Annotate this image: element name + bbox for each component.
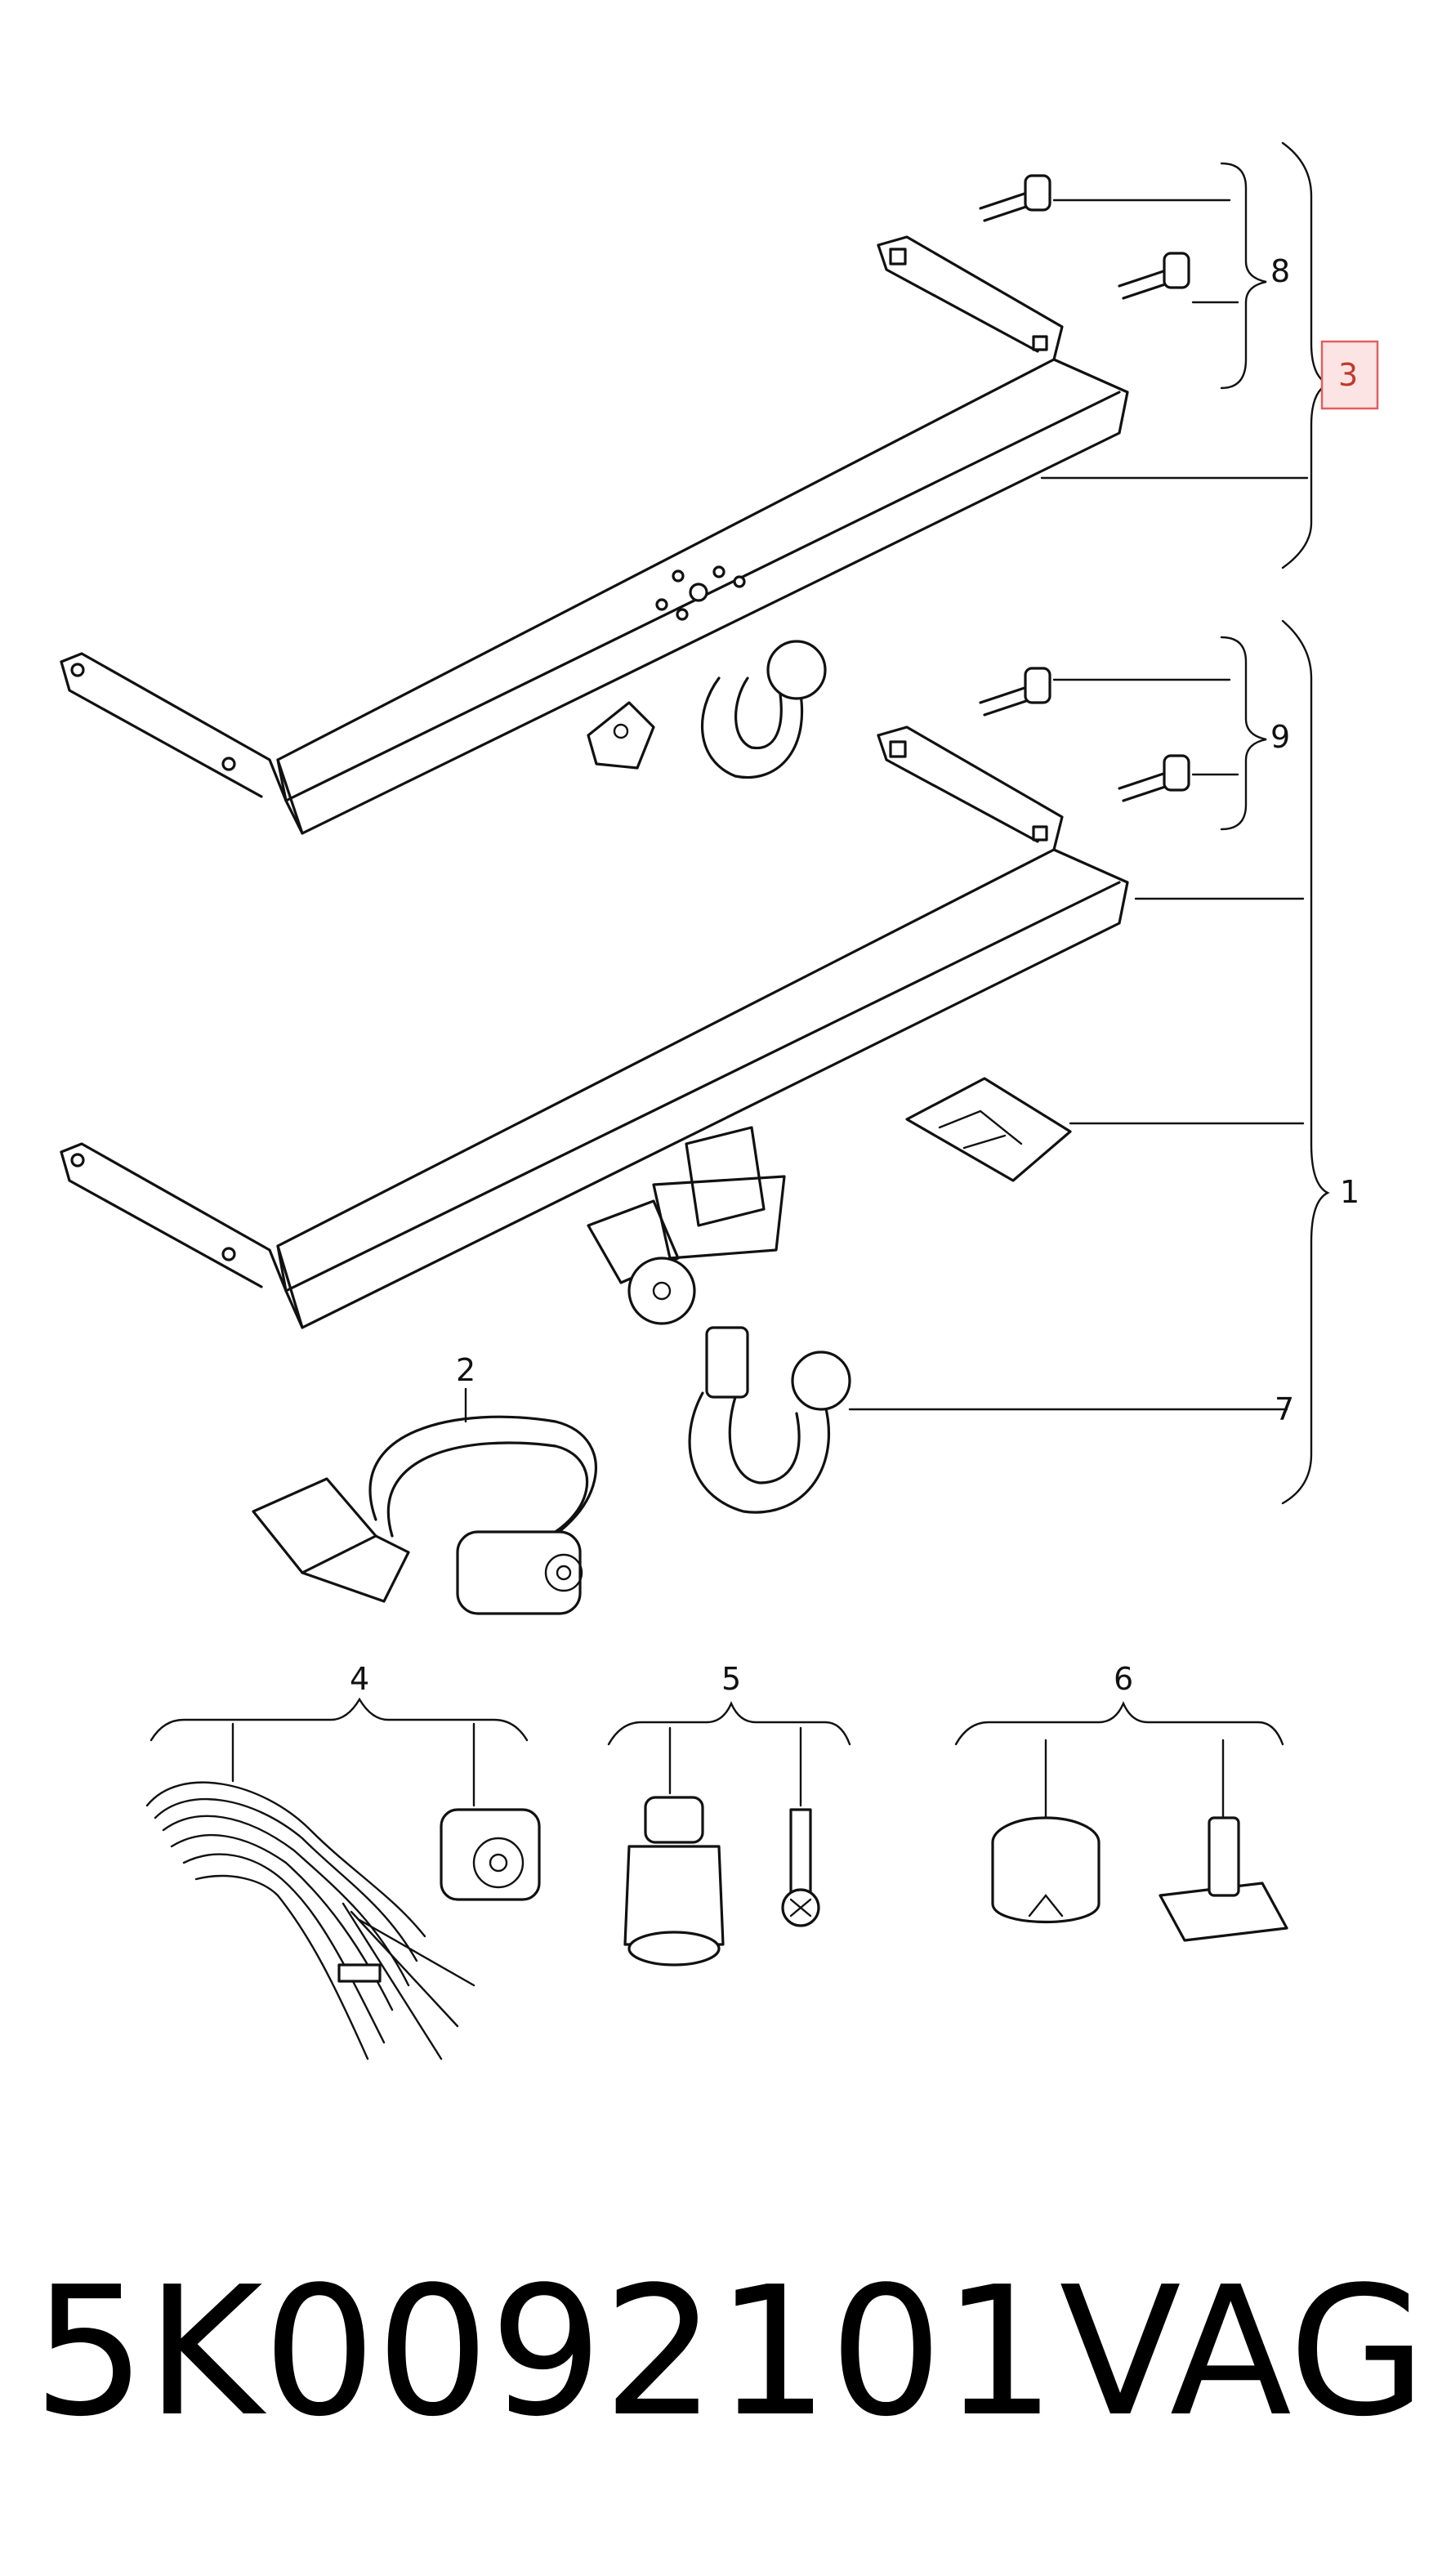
callout-9: 9 xyxy=(1270,719,1290,755)
callout-4: 4 xyxy=(350,1661,369,1697)
bolt-pair-9 xyxy=(979,667,1190,802)
adapter-cable xyxy=(252,1415,597,1615)
grease-bag xyxy=(905,1077,1072,1182)
brand-label: VAG xyxy=(1059,2249,1426,2456)
tow-bar-detachable-assembly xyxy=(60,725,1129,1329)
callout-2: 2 xyxy=(456,1352,475,1388)
callout-5: 5 xyxy=(721,1661,741,1697)
detachable-ball-neck xyxy=(688,1326,851,1514)
highlight-box xyxy=(1320,340,1379,410)
bolt-pair-8 xyxy=(979,174,1190,300)
leader-lines xyxy=(150,141,1330,1819)
cap-and-fitting xyxy=(991,1816,1288,1942)
socket-and-screw xyxy=(623,1796,820,1967)
wiring-harness xyxy=(145,1781,541,2060)
callout-1: 1 xyxy=(1340,1174,1359,1210)
tow-bar-fixed-assembly xyxy=(60,235,1129,835)
callout-6: 6 xyxy=(1114,1661,1133,1697)
part-number: 5K0092101 xyxy=(33,2249,1056,2456)
callout-7: 7 xyxy=(1275,1391,1294,1427)
callout-3: 3 xyxy=(1338,357,1358,393)
callout-8: 8 xyxy=(1270,253,1290,289)
